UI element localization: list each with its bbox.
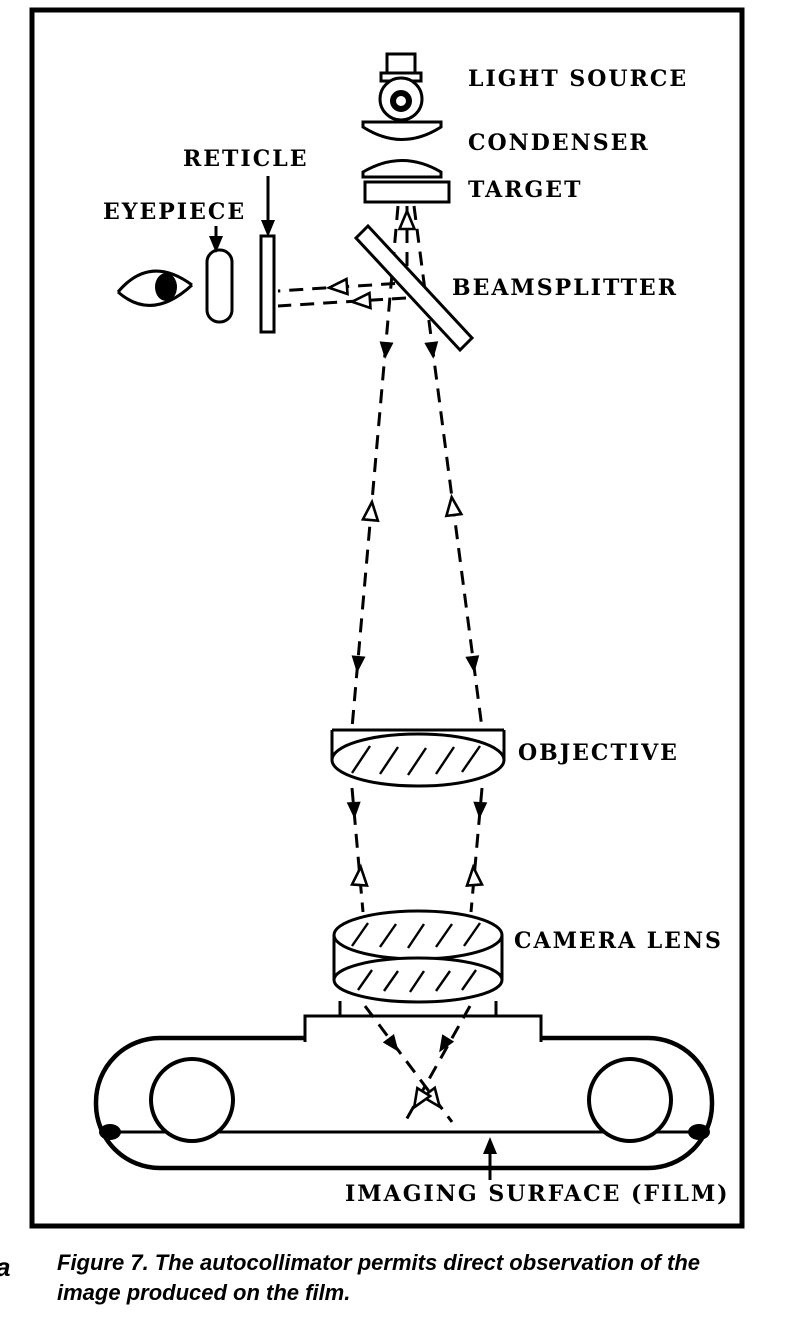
label-eyepiece: EYEPIECE [103, 199, 246, 225]
label-light-source: LIGHT SOURCE [468, 66, 688, 92]
caption-line-2: image produced on the film. [57, 1280, 351, 1305]
label-beamsplitter: BEAMSPLITTER [452, 275, 678, 301]
target-drawing [363, 180, 451, 204]
condenser-drawing [361, 120, 443, 179]
label-reticle: RETICLE [183, 146, 308, 172]
arrowheads [209, 207, 497, 1154]
label-camera-lens: CAMERA LENS [514, 928, 723, 954]
film-spool-left [149, 1057, 235, 1143]
label-target: TARGET [468, 177, 582, 203]
light-source-drawing [378, 52, 424, 122]
camera-body-drawing [93, 1001, 715, 1171]
eyepiece-pointer-arrow [209, 236, 223, 253]
figure-frame [29, 7, 745, 1229]
camera-lens-drawing [332, 909, 504, 1004]
figure-caption: Figure 7. The autocollimator permits dir… [57, 1248, 767, 1308]
objective-drawing [330, 728, 506, 788]
figure-7-diagram: LIGHT SOURCE CONDENSER TARGET RETICLE EY… [29, 7, 745, 1229]
eyepiece-drawing [205, 248, 234, 324]
page-marker: a [0, 1252, 10, 1283]
reticle-drawing [259, 234, 276, 334]
filament-icon [390, 90, 412, 112]
beamsplitter-drawing [353, 223, 475, 353]
label-imaging-surface: IMAGING SURFACE (FILM) [345, 1181, 730, 1207]
pupil-icon [155, 273, 177, 301]
film-pointer-arrow [483, 1137, 497, 1154]
reticle-pointer-arrow [261, 220, 275, 237]
film-spool-right [587, 1057, 673, 1143]
label-condenser: CONDENSER [468, 130, 650, 156]
label-objective: OBJECTIVE [518, 740, 679, 766]
eye-drawing [116, 269, 194, 307]
caption-line-1: Figure 7. The autocollimator permits dir… [57, 1250, 700, 1275]
